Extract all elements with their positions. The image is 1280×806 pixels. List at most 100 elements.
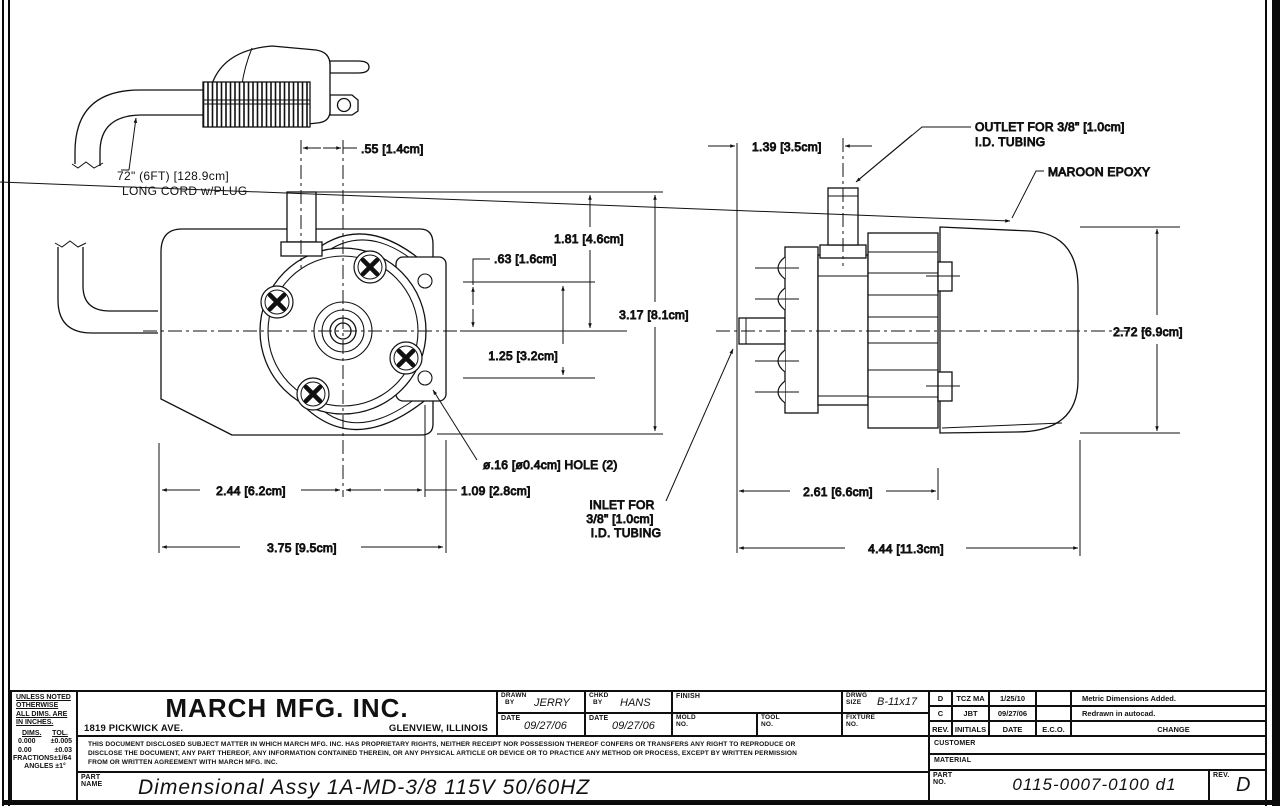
rev-letter: D — [930, 692, 953, 705]
sheet-border-left-inner — [8, 0, 10, 806]
part-name-value: Dimensional Assy 1A-MD-3/8 115V 50/60HZ — [138, 776, 591, 799]
customer-box: CUSTOMER — [928, 735, 1267, 755]
dim-side-body: 2.61 [6.6cm] — [803, 485, 873, 499]
tol-header-dims: DIMS. — [22, 730, 42, 737]
tool-label: TOOL — [761, 714, 780, 721]
company-box: MARCH MFG. INC. 1819 PICKWICK AVE. GLENV… — [76, 690, 498, 737]
revision-table: D TCZ MA 1/25/10 Metric Dimensions Added… — [928, 690, 1267, 737]
rev-change: Redrawn in autocad. — [1082, 709, 1156, 718]
rev-change: Metric Dimensions Added. — [1082, 694, 1176, 703]
tol-angles: ANGLES ±1° — [24, 763, 66, 770]
rev-eco — [1037, 707, 1072, 720]
side-view — [716, 138, 1148, 434]
tol-dim-1: 0.000 — [18, 738, 36, 746]
part-no-value: 0115-0007-0100 d1 — [1012, 775, 1177, 794]
drawn-date-box: DATE 09/27/06 — [496, 712, 586, 737]
rev-eco — [1037, 692, 1072, 705]
side-front-plate — [784, 246, 819, 414]
drwg-size-value: B-11x17 — [877, 696, 918, 708]
rev-value: D — [1236, 774, 1251, 796]
drawn-by-value: JERRY — [534, 697, 570, 709]
sheet-border-right-inner — [1265, 0, 1267, 806]
proprietary-line: THIS DOCUMENT DISCLOSED SUBJECT MATTER I… — [88, 741, 796, 748]
dim-side-length: 4.44 [11.3cm] — [868, 542, 944, 556]
rev-letter: C — [930, 707, 953, 720]
inlet-note-line3: I.D. TUBING — [591, 526, 661, 540]
fixture-label: FIXTURE — [846, 714, 876, 721]
mounting-hole-bottom — [417, 370, 433, 386]
front-view — [143, 140, 663, 497]
revision-header-row: REV. INITIALS DATE E.C.O. CHANGE — [930, 722, 1265, 737]
revision-row: D TCZ MA 1/25/10 Metric Dimensions Added… — [930, 692, 1265, 707]
proprietary-line: DISCLOSE THE DOCUMENT, ANY PART THEREOF,… — [88, 750, 798, 758]
rev-initials: JBT — [953, 707, 990, 720]
dim-hole-to-cl: .63 [1.6cm] — [494, 252, 557, 266]
tol-header-tol: TOL. — [52, 730, 68, 737]
front-centerlines — [143, 140, 470, 497]
dim-hole-spacing: 1.25 [3.2cm] — [488, 349, 558, 363]
eco-header: E.C.O. — [1037, 722, 1072, 737]
dim-top-to-cl: 1.81 [4.6cm] — [554, 232, 624, 246]
outlet-note-line1: OUTLET FOR 3/8" [1.0cm] — [975, 120, 1125, 134]
tol-val-2: ±0.03 — [54, 746, 72, 754]
proprietary-notice: THIS DOCUMENT DISCLOSED SUBJECT MATTER I… — [76, 735, 930, 773]
front-view-dimensions: .55 [1.4cm] 1.81 [4.6cm] .63 [1.6cm] 3.1… — [158, 142, 689, 556]
tolerance-box: UNLESS NOTED OTHERWISE ALL DIMS. ARE IN … — [10, 690, 78, 802]
dim-front-height: 3.17 [8.1cm] — [619, 308, 689, 322]
proprietary-line: FROM OR WRITTEN AGREEMENT WITH MARCH MFG… — [88, 759, 278, 767]
date-header: DATE — [990, 722, 1037, 737]
drawn-date-label: DATE — [501, 715, 521, 722]
drawing-canvas: 72" (6FT) [128.9cm] LONG CORD w/PLUG — [0, 45, 1183, 557]
mounting-hole-top — [417, 273, 433, 289]
drawn-label: DRAWN — [501, 692, 527, 699]
sheet-border-right-outer — [1272, 0, 1280, 806]
units-note-line: OTHERWISE — [16, 702, 59, 710]
company-address: 1819 PICKWICK AVE. — [84, 723, 184, 734]
chkd-by-value: HANS — [620, 697, 651, 709]
inlet-note-line2: 3/8" [1.0cm] — [586, 512, 653, 526]
units-note-line: IN INCHES. — [16, 718, 54, 726]
screw-right — [390, 342, 422, 374]
drawn-date-value: 09/27/06 — [524, 720, 567, 732]
company-city: GLENVIEW, ILLINOIS — [388, 723, 488, 734]
dim-port-offset: .55 [1.4cm] — [361, 142, 424, 156]
tol-val-1: ±0.005 — [50, 738, 72, 746]
outlet-note-line2: I.D. TUBING — [975, 135, 1045, 149]
power-cord — [54, 89, 203, 334]
epoxy-note: MAROON EPOXY — [1048, 165, 1150, 179]
plug-prong-hole — [336, 97, 352, 113]
change-header: CHANGE — [1157, 725, 1190, 734]
screw-left — [261, 286, 293, 318]
hole-note: ø.16 [ø0.4cm] HOLE (2) — [483, 458, 618, 472]
plug-prong-top — [329, 60, 370, 74]
cord-note: 72" (6FT) [128.9cm] LONG CORD w/PLUG — [117, 117, 247, 198]
customer-label: CUSTOMER — [934, 740, 976, 747]
rev-label: REV. — [1213, 772, 1230, 779]
rev-box: REV. D — [1208, 769, 1267, 802]
material-label: MATERIAL — [934, 757, 972, 764]
dim-left-width: 2.44 [6.2cm] — [216, 484, 286, 498]
rev-header: REV. — [930, 722, 953, 737]
chkd-date-box: DATE 09/27/06 — [584, 712, 673, 737]
screw-top-right — [354, 251, 386, 283]
rev-initials: TCZ MA — [953, 692, 990, 705]
dim-right-width: 1.09 [2.8cm] — [461, 484, 531, 498]
chkd-date-label: DATE — [589, 715, 609, 722]
tol-dim-2: 0.00 — [18, 746, 32, 754]
company-name: MARCH MFG. INC. — [165, 693, 409, 723]
inlet-note-line1: INLET FOR — [589, 498, 654, 512]
screw-bottom — [297, 378, 329, 410]
revision-row: C JBT 09/27/06 Redrawn in autocad. — [930, 707, 1265, 722]
units-note-line: ALL DIMS. ARE — [16, 710, 68, 718]
side-view-dimensions: 1.39 [3.5cm] 2.72 [6.9cm] 2.61 [6.6cm] 4… — [0, 120, 1183, 557]
part-no-label: PART — [933, 772, 953, 779]
sheet-border-bottom — [2, 800, 1280, 805]
